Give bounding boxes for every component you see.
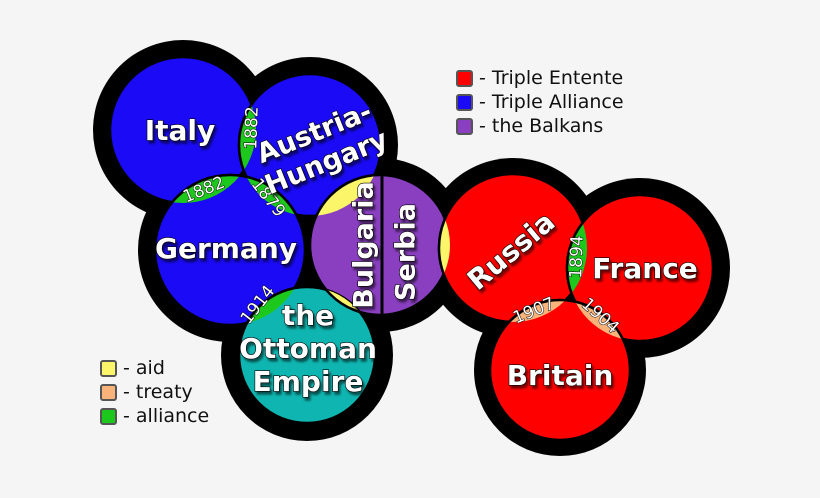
lens-russia-britain — [488, 298, 587, 322]
bloc-legend: - Triple Entente - Triple Alliance - the… — [456, 66, 624, 138]
legend-label: - the Balkans — [479, 115, 604, 137]
legend-label: - alliance — [123, 405, 210, 427]
germany-label: Germany — [155, 232, 297, 265]
lens-italy-germany — [153, 173, 256, 203]
ottoman-label-line1: the — [282, 299, 334, 332]
green-swatch-icon — [100, 407, 117, 425]
legend-item-triple-entente: - Triple Entente — [456, 66, 624, 90]
france-label: France — [592, 252, 698, 285]
legend-label: - treaty — [123, 381, 193, 403]
year-russia-france: 1894 — [566, 235, 587, 279]
yellow-swatch-icon — [100, 359, 117, 377]
year-italy-austria: 1882 — [241, 106, 262, 150]
legend-label: - Triple Alliance — [479, 91, 624, 113]
purple-swatch-icon — [456, 117, 473, 135]
orange-swatch-icon — [100, 383, 117, 401]
italy-label: Italy — [145, 114, 216, 147]
bulgaria-label: Bulgaria — [349, 181, 380, 308]
britain-label: Britain — [507, 359, 614, 392]
legend-label: - Triple Entente — [479, 67, 624, 89]
ottoman-label-line3: Empire — [253, 365, 364, 398]
lens-russia-france — [565, 193, 587, 322]
legend-item-treaty: - treaty — [100, 380, 209, 404]
red-swatch-icon — [456, 69, 473, 87]
legend-label: - aid — [123, 357, 165, 379]
serbia-label: Serbia — [391, 203, 422, 301]
legend-item-triple-alliance: - Triple Alliance — [456, 90, 624, 114]
legend-item-balkans: - the Balkans — [456, 114, 624, 138]
lens-serbia-russia — [437, 175, 450, 315]
relation-legend: - aid - treaty - alliance — [100, 356, 209, 428]
lens-italy-austria — [237, 72, 256, 203]
ottoman-label-line2: Ottoman — [239, 332, 377, 365]
ottoman-circle — [237, 285, 377, 425]
country-fills — [108, 55, 715, 442]
legend-item-alliance: - alliance — [100, 404, 209, 428]
blue-swatch-icon — [456, 93, 473, 111]
legend-item-aid: - aid — [100, 356, 209, 380]
